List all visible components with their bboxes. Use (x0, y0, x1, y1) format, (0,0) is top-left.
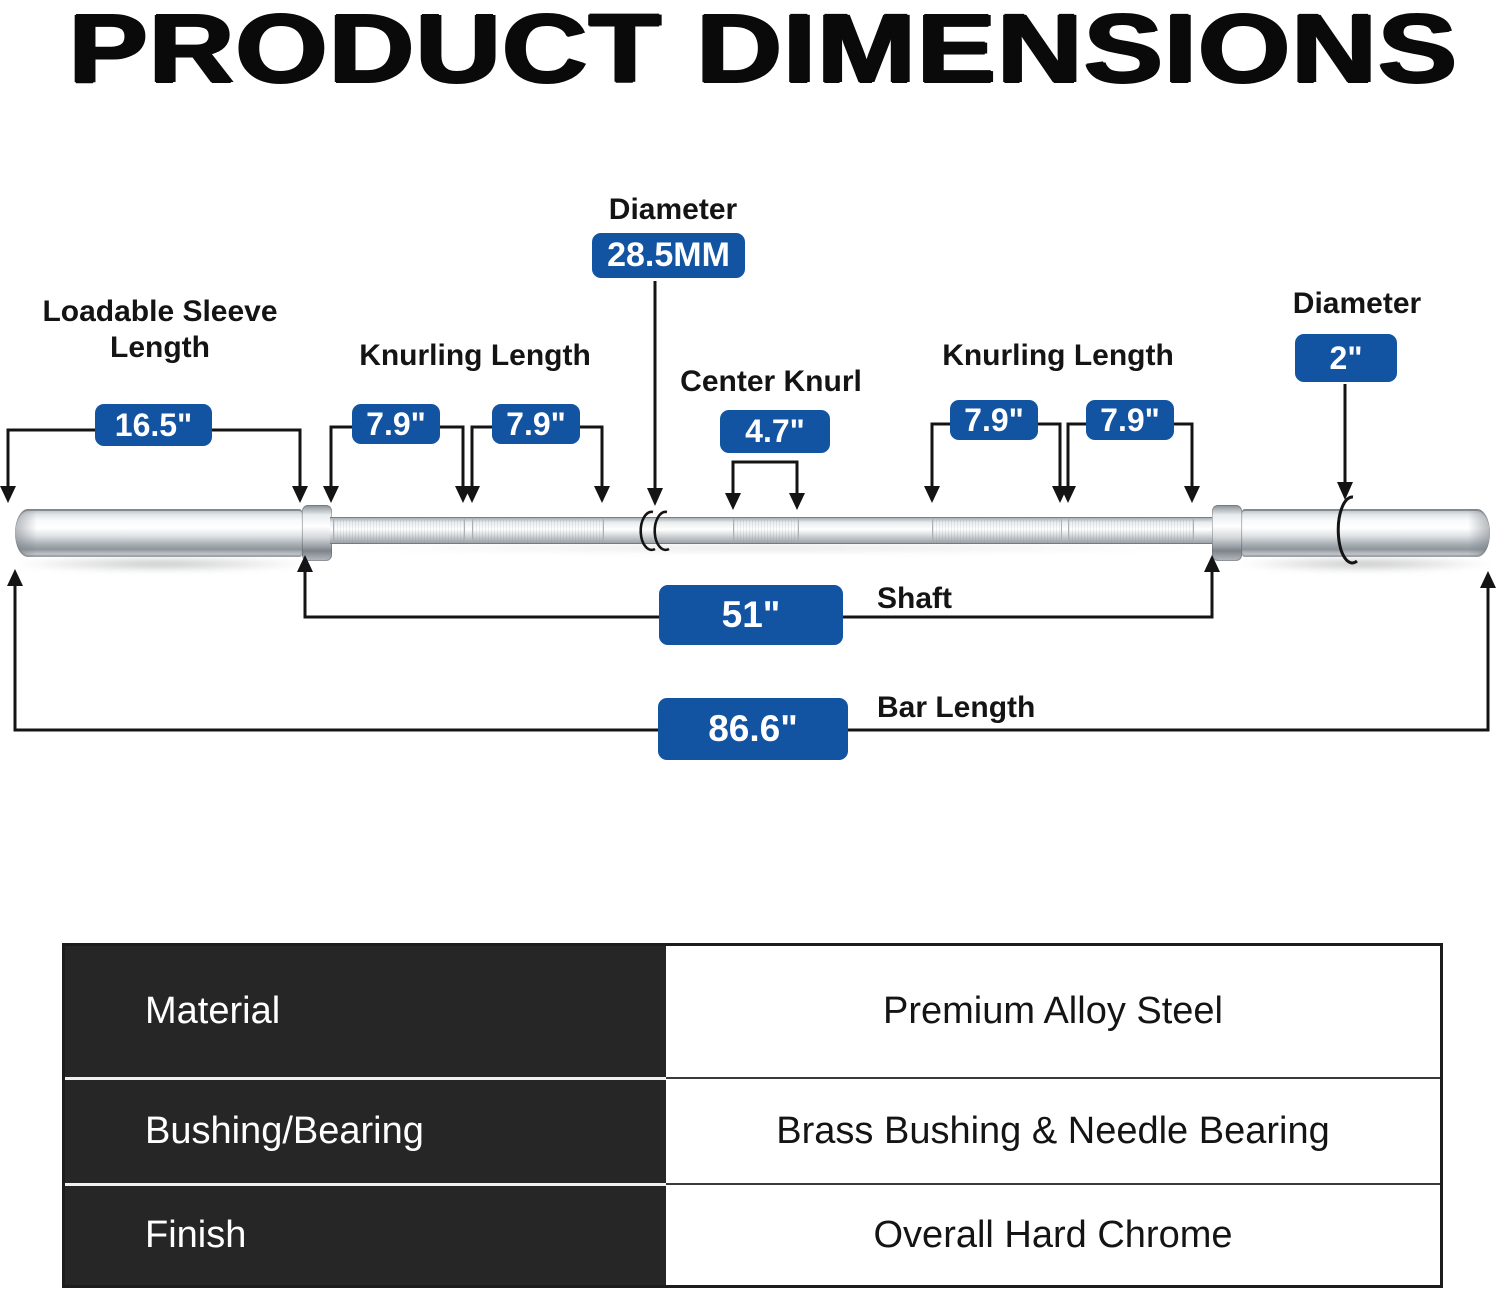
knurling-right-a-value-badge: 7.9" (950, 400, 1038, 440)
barbell-right-sleeve (1242, 509, 1490, 557)
shaft-rotation-icon (639, 510, 670, 552)
spec-row-material-value: Premium Alloy Steel (666, 946, 1440, 1077)
knurling-left-b-value-badge: 7.9" (492, 404, 580, 444)
knurling-left-a-value-badge: 7.9" (352, 404, 440, 444)
spec-table: Material Premium Alloy Steel Bushing/Bea… (62, 943, 1443, 1288)
shaft-label: Shaft (877, 582, 952, 615)
bar-shadow-left (10, 556, 310, 572)
bar-shadow-center (320, 543, 1220, 553)
diameter-sleeve-arrow (1337, 384, 1353, 500)
barbell-right-collar (1212, 505, 1242, 561)
page-title: PRODUCT DIMENSIONS (68, 0, 1458, 103)
barbell-left-collar (302, 505, 332, 561)
spec-row-bushing-label: Bushing/Bearing (65, 1077, 666, 1183)
knurl-segment-right-a (932, 519, 1062, 542)
knurl-segment-right-b (1068, 519, 1194, 542)
diameter-sleeve-label: Diameter (1292, 287, 1422, 320)
knurl-segment-center (733, 519, 799, 542)
bar-length-label: Bar Length (877, 691, 1036, 724)
loadable-sleeve-label: Loadable Sleeve Length (10, 294, 310, 366)
knurling-length-left-label: Knurling Length (359, 339, 591, 372)
spec-row-finish-value: Overall Hard Chrome (666, 1183, 1440, 1285)
barbell-left-sleeve (15, 509, 302, 557)
shaft-value-badge: 51" (659, 585, 843, 645)
diameter-shaft-label: Diameter (608, 193, 738, 226)
diameter-shaft-arrow (647, 281, 663, 506)
spec-row-material-label: Material (65, 946, 666, 1077)
knurl-segment-left-b (472, 519, 604, 542)
diameter-shaft-value-badge: 28.5MM (592, 233, 745, 278)
center-knurl-label: Center Knurl (680, 365, 862, 398)
sleeve-rotation-icon (1336, 495, 1358, 565)
center-knurl-value-badge: 4.7" (720, 410, 830, 453)
knurling-right-b-value-badge: 7.9" (1086, 400, 1174, 440)
loadable-sleeve-label-line2: Length (110, 331, 210, 364)
bar-length-value-badge: 86.6" (658, 698, 848, 760)
barbell-shaft (330, 517, 1212, 544)
bar-shadow-right (1235, 556, 1495, 572)
loadable-sleeve-label-line1: Loadable Sleeve (42, 295, 278, 328)
diameter-sleeve-value-badge: 2" (1295, 334, 1397, 382)
spec-row-finish-label: Finish (65, 1183, 666, 1285)
center-knurl-bracket (725, 460, 805, 510)
knurl-segment-left-a (333, 519, 465, 542)
knurling-length-right-label: Knurling Length (942, 339, 1174, 372)
spec-row-bushing-value: Brass Bushing & Needle Bearing (666, 1077, 1440, 1183)
loadable-sleeve-value-badge: 16.5" (95, 404, 212, 446)
